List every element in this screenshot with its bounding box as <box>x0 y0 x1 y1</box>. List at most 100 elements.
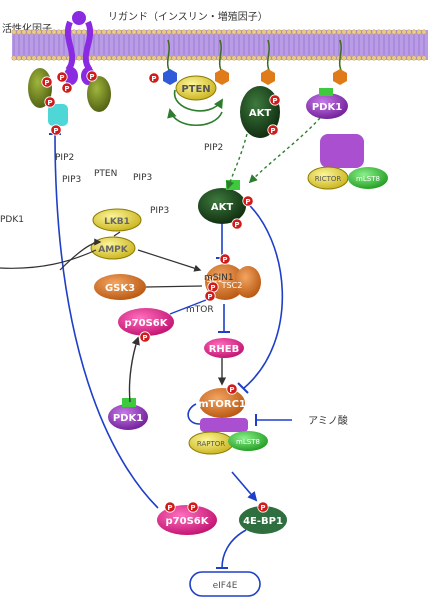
membrane-bead <box>321 29 327 35</box>
pdk1-lower-label: PDK1 <box>113 413 143 424</box>
rictor-label: RICTOR <box>315 175 342 183</box>
membrane-bead <box>81 29 87 35</box>
membrane-bead <box>311 29 317 35</box>
membrane-bead <box>326 29 332 35</box>
membrane-bead <box>291 29 297 35</box>
membrane-bead <box>351 55 357 61</box>
membrane-bead <box>21 55 27 61</box>
membrane-bead <box>46 29 52 35</box>
membrane-bead <box>171 55 177 61</box>
membrane-bead <box>171 29 177 35</box>
membrane-bead <box>256 29 262 35</box>
membrane-bead <box>201 29 207 35</box>
pten-membrane-label: PTEN <box>181 84 210 95</box>
phospho-label: P <box>59 74 64 82</box>
membrane-bead <box>96 29 102 35</box>
membrane-bead <box>281 29 287 35</box>
pip3-left-text: PIP3 <box>62 175 81 185</box>
membrane-bead <box>346 29 352 35</box>
p70s6k-bottom-label: p70S6K <box>166 516 210 527</box>
phospho-label: P <box>222 256 227 264</box>
phospho-label: P <box>44 79 49 87</box>
membrane-bead <box>306 29 312 35</box>
membrane-bead <box>381 55 387 61</box>
membrane-bead <box>111 29 117 35</box>
membrane-bead <box>416 55 422 61</box>
membrane-bead <box>336 29 342 35</box>
phospho-marker <box>267 124 279 136</box>
membrane-bead <box>186 29 192 35</box>
membrane-bead <box>236 29 242 35</box>
membrane-bead <box>151 55 157 61</box>
phospho-label: P <box>272 97 277 105</box>
membrane-bead <box>111 55 117 61</box>
pten-membrane: PTEN <box>175 75 217 101</box>
phospho-label: P <box>245 198 250 206</box>
membrane-bead <box>281 55 287 61</box>
membrane-bead <box>121 29 127 35</box>
membrane-bead <box>231 55 237 61</box>
mtorc1-complex: mTORC1 RAPTOR mLST8 <box>188 388 268 455</box>
membrane-bead <box>206 29 212 35</box>
membrane-bead <box>181 55 187 61</box>
membrane-bead <box>271 55 277 61</box>
membrane-bead <box>36 29 42 35</box>
pdk1-text: PDK1 <box>0 215 24 225</box>
membrane-bead <box>241 55 247 61</box>
pten-cyto-text: PTEN <box>94 169 117 179</box>
membrane-bead <box>11 55 17 61</box>
membrane-bead <box>266 29 272 35</box>
phospho-label: P <box>190 504 195 512</box>
membrane-bead <box>276 29 282 35</box>
membrane-bead <box>61 55 67 61</box>
phospho-label: P <box>234 221 239 229</box>
membrane-bead <box>31 29 37 35</box>
membrane-bead <box>156 55 162 61</box>
pip2-text: PIP2 <box>55 153 74 163</box>
membrane-bead <box>56 55 62 61</box>
membrane-bead <box>41 55 47 61</box>
membrane-bead <box>341 55 347 61</box>
gsk3-label: GSK3 <box>105 283 135 294</box>
membrane-bead <box>296 55 302 61</box>
membrane-bead <box>226 29 232 35</box>
msin1-text: mSIN1 <box>204 273 234 283</box>
ampk: AMPK <box>90 236 136 260</box>
membrane-bead <box>101 29 107 35</box>
membrane-bead <box>396 29 402 35</box>
membrane-bead <box>216 29 222 35</box>
membrane-bead <box>76 29 82 35</box>
ampk-label: AMPK <box>98 245 129 255</box>
membrane-bead <box>181 29 187 35</box>
phospho-marker <box>139 331 151 343</box>
membrane-bead <box>286 55 292 61</box>
green-pathway-lines <box>167 89 321 190</box>
membrane-bead <box>241 29 247 35</box>
rheb: RHEB <box>204 338 244 358</box>
membrane-bead <box>251 29 257 35</box>
membrane-bead <box>351 29 357 35</box>
membrane-bead <box>91 55 97 61</box>
membrane-bead <box>381 29 387 35</box>
membrane-bead <box>211 55 217 61</box>
membrane-bead <box>371 29 377 35</box>
membrane-bead <box>246 29 252 35</box>
membrane-bead <box>386 29 392 35</box>
membrane-bead <box>311 55 317 61</box>
membrane-bead <box>356 29 362 35</box>
phospho-marker <box>242 195 254 207</box>
membrane-bead <box>131 55 137 61</box>
phospho-label: P <box>47 99 52 107</box>
mtorc2-complex: RICTOR mLST8 <box>307 134 388 190</box>
raptor-label: RAPTOR <box>197 440 225 448</box>
phospho-marker <box>56 71 68 83</box>
membrane-bead <box>141 55 147 61</box>
membrane-bead <box>121 55 127 61</box>
akt-membrane-label: AKT <box>249 108 271 119</box>
membrane-bead <box>301 29 307 35</box>
membrane-bead <box>306 55 312 61</box>
membrane-bead <box>356 55 362 61</box>
akt-cytosol-label: AKT <box>211 202 233 213</box>
membrane-bead <box>41 29 47 35</box>
